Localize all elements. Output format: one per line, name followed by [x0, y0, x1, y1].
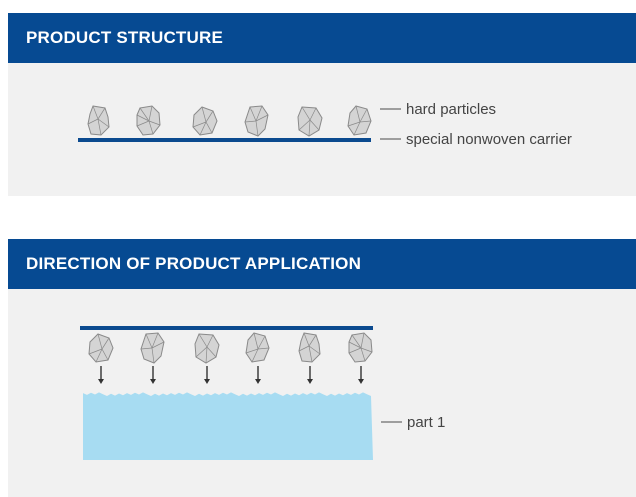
hard-particle — [192, 106, 218, 136]
particle-row-bottom — [88, 332, 373, 364]
hard-particle — [244, 105, 269, 137]
hard-particle — [347, 105, 372, 136]
hard-particle — [136, 105, 161, 136]
hard-particle — [140, 332, 165, 364]
part-1-block — [83, 392, 373, 460]
product-structure-title: PRODUCT STRUCTURE — [26, 28, 224, 47]
nonwoven-carrier-line — [78, 138, 371, 142]
down-arrow-icon — [358, 366, 364, 384]
carrier-label: special nonwoven carrier — [406, 131, 572, 148]
hard-particle — [88, 333, 114, 363]
hard-particle — [348, 332, 373, 363]
product-structure-header: PRODUCT STRUCTURE — [8, 13, 636, 63]
hard-particles-label: hard particles — [406, 101, 496, 118]
direction-arrows — [98, 366, 364, 384]
down-arrow-icon — [204, 366, 210, 384]
application-direction-diagram: part 1 — [8, 289, 636, 497]
hard-particle — [297, 106, 323, 137]
particle-row-top — [87, 105, 372, 137]
application-direction-header: DIRECTION OF PRODUCT APPLICATION — [8, 239, 636, 289]
product-structure-svg: hard particles special nonwoven carrier — [78, 101, 572, 148]
hard-particle — [245, 332, 270, 363]
hard-particle — [298, 332, 321, 363]
hard-particle — [194, 333, 220, 364]
part-1-label: part 1 — [407, 414, 445, 431]
product-structure-panel: PRODUCT STRUCTURE hard particles special… — [8, 13, 636, 196]
down-arrow-icon — [307, 366, 313, 384]
carrier-line-top — [80, 326, 373, 330]
hard-particle — [87, 105, 110, 136]
product-structure-diagram: hard particles special nonwoven carrier — [8, 63, 636, 196]
application-direction-title: DIRECTION OF PRODUCT APPLICATION — [26, 254, 362, 273]
application-direction-panel: DIRECTION OF PRODUCT APPLICATION part 1 — [8, 239, 636, 497]
down-arrow-icon — [98, 366, 104, 384]
down-arrow-icon — [255, 366, 261, 384]
down-arrow-icon — [150, 366, 156, 384]
application-direction-svg: part 1 — [80, 326, 445, 460]
